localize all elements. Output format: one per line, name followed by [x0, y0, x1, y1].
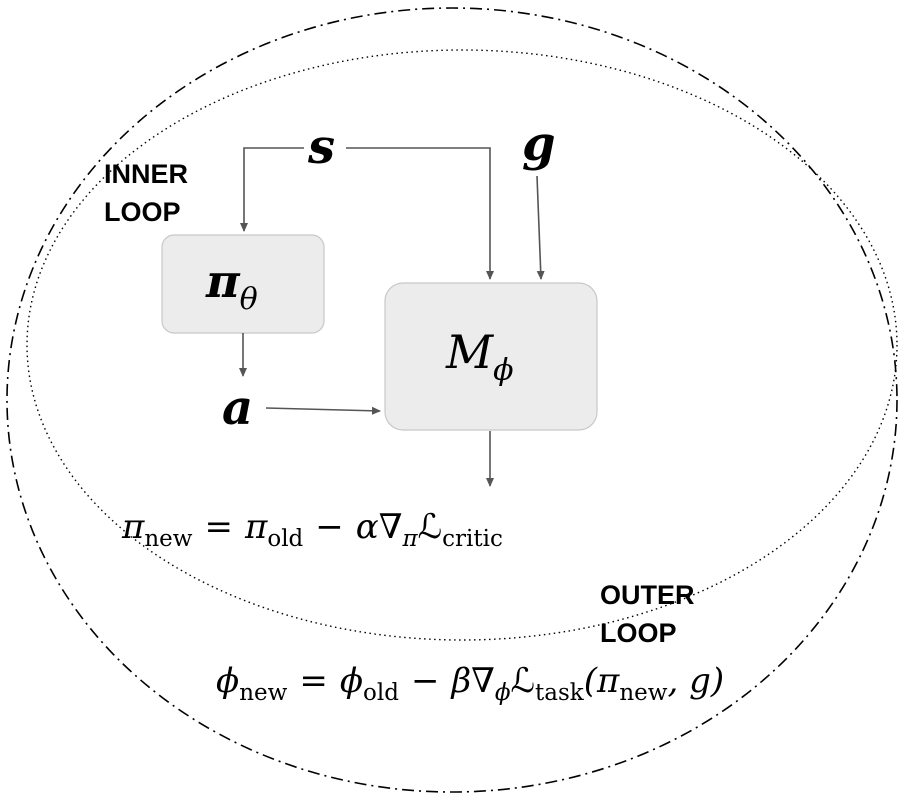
inner-loop-label-line1: INNER [104, 159, 188, 189]
policy-node-label: πθ [205, 254, 258, 317]
outer-update-equation: ϕnew=ϕold−β∇ϕℒtask(πnew, g) [216, 661, 724, 706]
arrow-s-to-model [346, 147, 494, 280]
arrow-a-to-model [265, 406, 381, 415]
outer-loop-boundary [6, 7, 898, 793]
inner-loop-label-line2: LOOP [104, 197, 181, 227]
outer-loop-label-line2: LOOP [600, 618, 677, 648]
goal-variable: g [522, 116, 556, 172]
state-variable: s [307, 119, 335, 175]
action-variable: a [222, 380, 253, 436]
outer-loop-label-line1: OUTER [600, 580, 695, 610]
arrow-g-to-model [536, 175, 545, 280]
inner-update-equation: πnew=πold−α∇πℒcritic [121, 507, 503, 552]
model-node-label: Mϕ [445, 325, 514, 388]
arrow-s-to-policy [240, 147, 304, 232]
inner-loop-boundary [26, 49, 898, 641]
model-node-box [384, 282, 598, 431]
